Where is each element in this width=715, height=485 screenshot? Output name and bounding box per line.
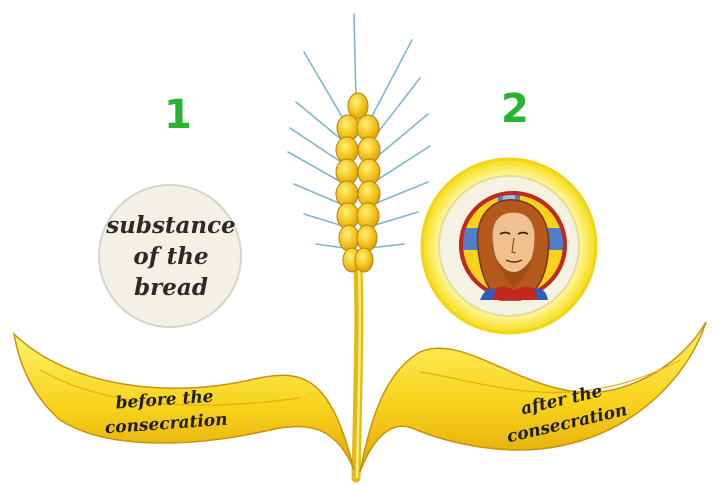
wheat-ear-icon: [288, 14, 430, 272]
left-leaf-label: before the consecration: [102, 384, 228, 440]
host-label-line: bread: [106, 272, 236, 303]
host-label-line: substance: [106, 210, 236, 241]
wheat-stem: [356, 268, 360, 478]
step-one-number: 1: [164, 92, 192, 138]
consecrated-host: [422, 159, 596, 333]
host-label-line: of the: [106, 241, 236, 272]
host-label: substance of the bread: [101, 188, 241, 324]
christ-icon: [461, 193, 565, 300]
step-two-number: 2: [501, 86, 529, 132]
